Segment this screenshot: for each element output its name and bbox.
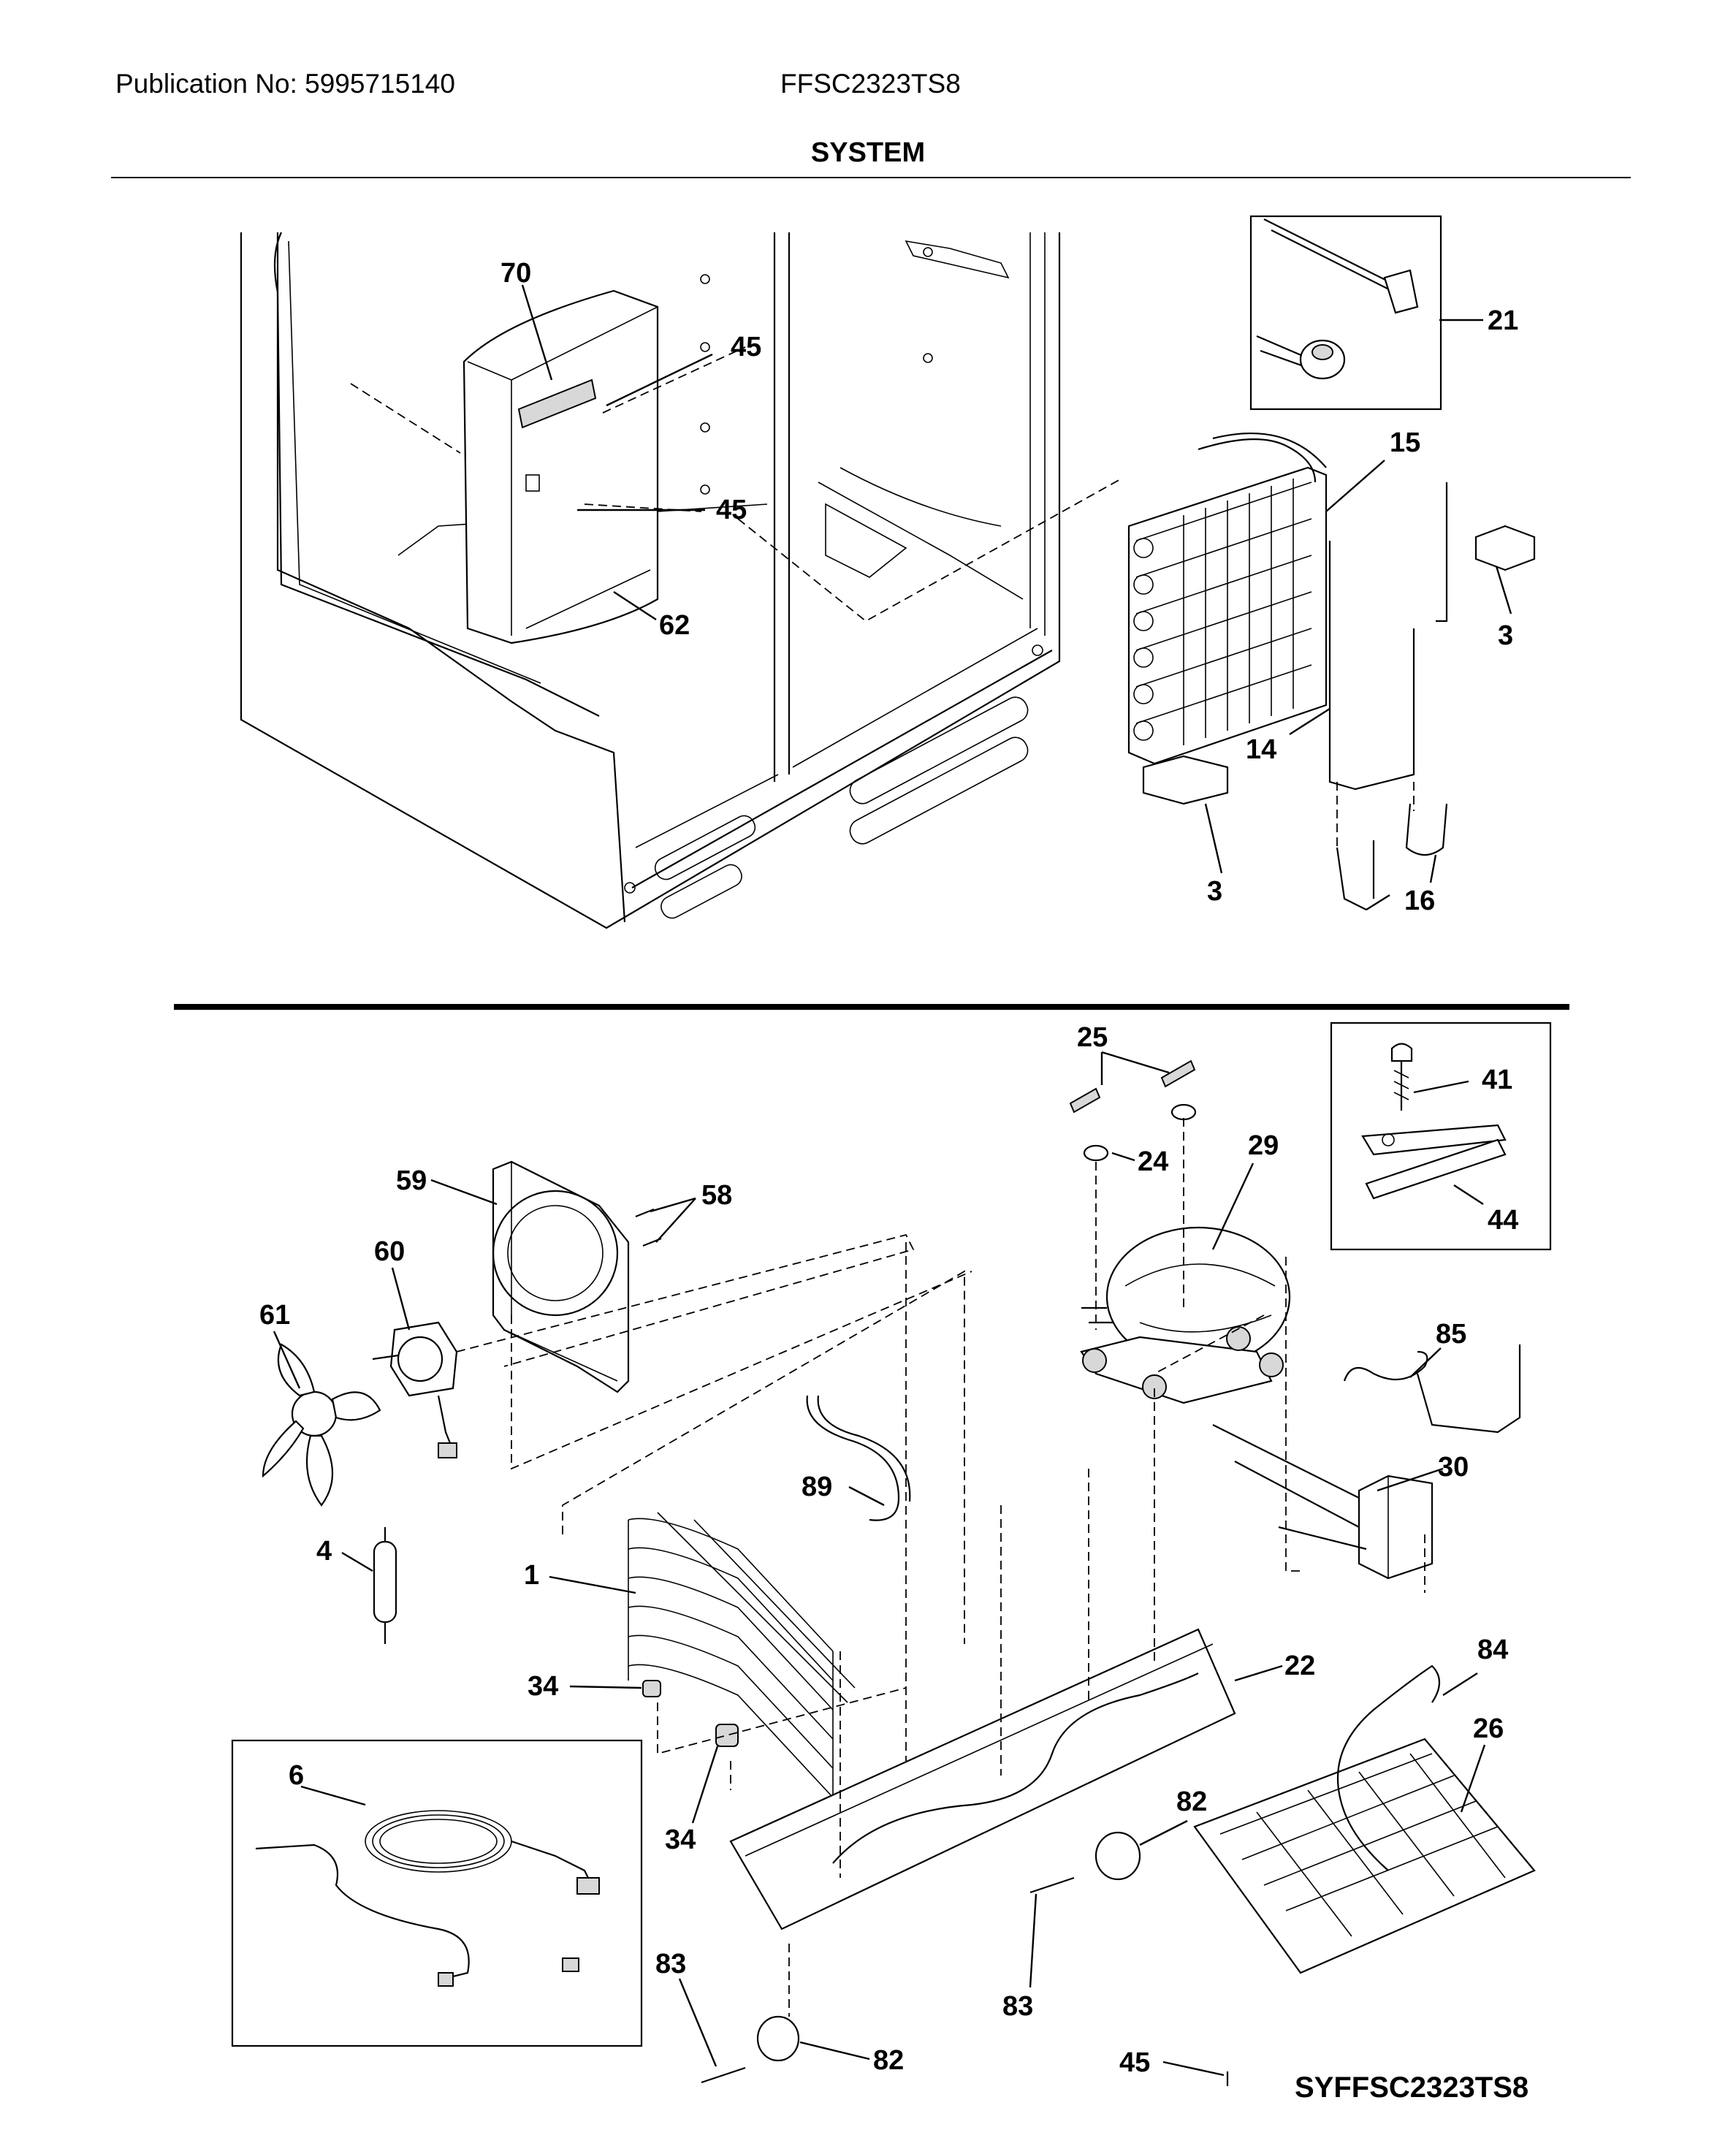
callout-85: 85 <box>1436 1319 1466 1350</box>
inset-box-6 <box>231 1739 643 2047</box>
part-25-clip-b <box>1160 1059 1196 1088</box>
callout-22: 22 <box>1284 1651 1315 1681</box>
callout-1: 1 <box>524 1560 539 1591</box>
callout-26: 26 <box>1473 1713 1504 1744</box>
part-4-drier <box>373 1527 397 1644</box>
part-3-pad-lower <box>1142 755 1229 805</box>
part-14-tube-end <box>1436 482 1448 623</box>
callout-45-c: 45 <box>1119 2047 1150 2078</box>
callout-60: 60 <box>374 1236 405 1267</box>
part-85-tube <box>1343 1344 1521 1434</box>
part-61-fan-blade <box>262 1343 381 1507</box>
inset-box-21 <box>1249 215 1442 411</box>
callout-34-b: 34 <box>665 1825 696 1855</box>
part-89-tube <box>806 1395 900 1521</box>
part-15-condenser-coil <box>1127 432 1328 765</box>
part-30-relay <box>1212 1424 1434 1580</box>
callout-29: 29 <box>1248 1130 1279 1161</box>
publication-number: Publication No: 5995715140 <box>115 69 455 99</box>
callout-83-a: 83 <box>655 1949 686 1979</box>
callout-4: 4 <box>316 1536 332 1567</box>
part-26-drain-pan <box>1193 1738 1536 1974</box>
part-83-pin-a <box>1029 1876 1075 1894</box>
header-rule <box>111 177 1631 178</box>
part-24-washer-b <box>1170 1103 1197 1121</box>
callout-15: 15 <box>1390 427 1420 458</box>
callout-24: 24 <box>1138 1146 1168 1177</box>
callout-6: 6 <box>289 1760 304 1791</box>
callout-21: 21 <box>1488 305 1518 336</box>
model-number: FFSC2323TS8 <box>780 69 961 99</box>
part-82-grommet-b <box>756 2015 800 2062</box>
callout-14: 14 <box>1246 734 1276 765</box>
part-22-base-pan <box>729 1628 1236 1930</box>
callout-83-b: 83 <box>1002 1991 1033 2022</box>
callout-41: 41 <box>1482 1065 1512 1095</box>
part-59-fan-shroud <box>492 1160 630 1393</box>
callout-3-a: 3 <box>1498 620 1513 651</box>
callout-82-b: 82 <box>873 2045 904 2076</box>
callout-labels: 70 45 45 62 21 15 3 14 3 16 25 24 29 41 … <box>259 258 1518 2078</box>
callout-84: 84 <box>1477 1635 1508 1665</box>
part-82-grommet-a <box>1094 1831 1141 1881</box>
part-34-spacer-b <box>715 1724 739 1747</box>
callout-16: 16 <box>1404 886 1435 916</box>
callout-82-a: 82 <box>1176 1787 1207 1817</box>
part-89-tube-inner <box>817 1395 911 1502</box>
callout-34-a: 34 <box>528 1671 558 1702</box>
section-title: SYSTEM <box>810 137 926 168</box>
lower-guide-lines <box>456 1118 1425 2017</box>
part-3-pad-upper <box>1474 525 1536 571</box>
callout-45-a: 45 <box>731 332 761 362</box>
callout-89: 89 <box>802 1472 832 1502</box>
callout-62: 62 <box>659 610 690 641</box>
callout-45-b: 45 <box>716 495 747 525</box>
part-16-clip-a <box>1336 840 1375 910</box>
callout-58: 58 <box>701 1180 732 1211</box>
upper-leader-lines <box>521 284 1512 911</box>
callout-44: 44 <box>1488 1205 1518 1236</box>
part-62-housing <box>462 289 659 644</box>
part-14-tube <box>1328 541 1415 791</box>
callout-59: 59 <box>396 1165 427 1196</box>
callout-30: 30 <box>1438 1452 1469 1483</box>
part-84-drain-hose <box>1336 1664 1441 1871</box>
part-25-clip-a <box>1069 1087 1101 1114</box>
inset-box-41-44 <box>1330 1021 1552 1251</box>
part-60-fan-motor <box>372 1321 458 1458</box>
part-24-washer-a <box>1083 1144 1109 1162</box>
part-16-clip-b <box>1405 803 1448 856</box>
diagram-code: SYFFSC2323TS8 <box>1295 2071 1529 2104</box>
section-divider <box>174 1004 1569 1010</box>
callout-61: 61 <box>259 1300 290 1331</box>
part-34-spacer-a <box>642 1680 661 1697</box>
part-83-pin-b <box>701 2066 746 2084</box>
callout-3-b: 3 <box>1207 876 1222 907</box>
callout-70: 70 <box>500 258 531 289</box>
lower-leader-lines <box>273 1051 1486 2077</box>
part-29-compressor <box>1080 1226 1291 1404</box>
part-1-condenser <box>628 1512 856 1798</box>
callout-25: 25 <box>1077 1022 1108 1053</box>
